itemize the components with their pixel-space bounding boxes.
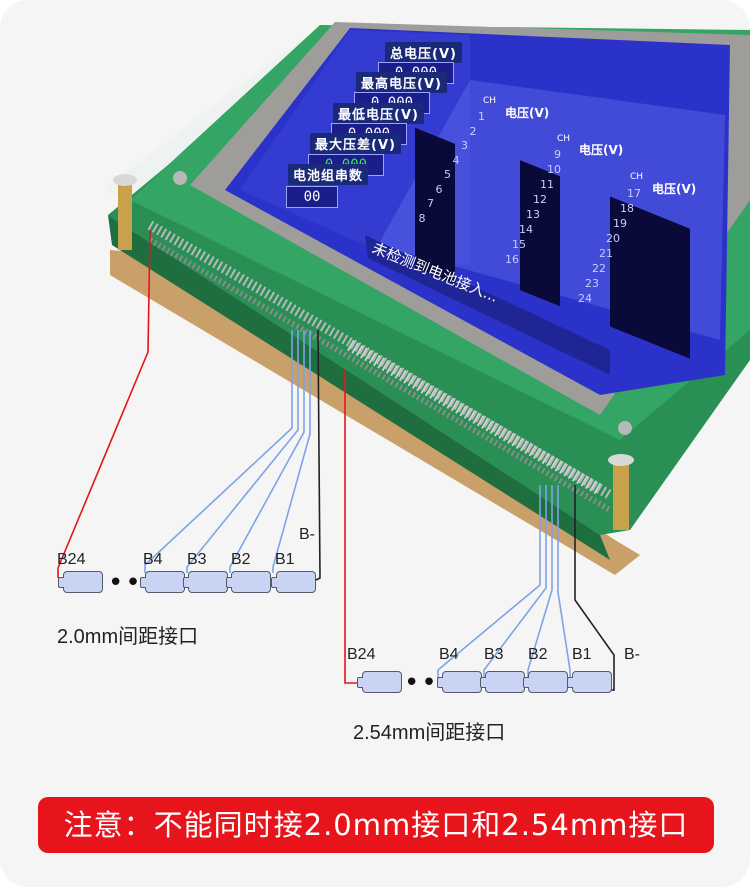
lcd-channel-number: 17 (627, 187, 641, 200)
top-blue-wire-b3 (186, 330, 299, 573)
lcd-voltage-header-3: 电压(V) (652, 182, 697, 196)
lcd-channel-number: 13 (526, 208, 540, 221)
bottom-black-wire (574, 485, 615, 691)
top-caption: 2.0mm间距接口 (57, 626, 199, 648)
bottom-label-b4: B4 (439, 646, 459, 663)
lcd-channel-number: 7 (427, 197, 434, 210)
lcd-channel-number: 22 (592, 262, 606, 275)
standoffs (113, 174, 634, 530)
bottom-wires (344, 370, 615, 691)
top-blue-wire-b4 (144, 330, 293, 573)
lcd-voltage-header-1: 电压(V) (505, 106, 550, 120)
bottom-cell-b1 (567, 671, 612, 693)
top-cell-b1 (271, 571, 316, 593)
top-blue-wire-b2 (229, 330, 305, 573)
top-label-b24: B24 (57, 551, 86, 568)
top-cell-b4 (140, 571, 185, 593)
bottom-cell-b4 (437, 671, 482, 693)
lcd-label-cell-count: 电池组串数 (288, 164, 369, 185)
lcd-channel-number: 18 (620, 202, 634, 215)
lcd-channel-number: 10 (547, 163, 561, 176)
lcd-channel-number: 23 (585, 277, 599, 290)
lcd-channel-number: 8 (418, 211, 426, 225)
top-label-b1: B1 (275, 551, 295, 568)
lcd-label-max-voltage: 最高电压(V) (356, 72, 447, 93)
lcd-label-min-voltage: 最低电压(V) (333, 103, 424, 124)
lcd-channel-number: 9 (554, 148, 561, 161)
screw (173, 171, 187, 185)
bottom-cell-b2 (523, 671, 568, 693)
top-label-b2: B2 (231, 551, 251, 568)
top-wires (57, 229, 321, 581)
bottom-blue-wire-b3 (483, 485, 547, 678)
lcd-channel-number: 4 (452, 153, 460, 167)
top-label-bminus: B- (299, 526, 315, 543)
bottom-caption: 2.54mm间距接口 (353, 722, 506, 744)
lcd-ch-header-1: CH (483, 96, 497, 106)
lcd-channel-number: 11 (540, 178, 554, 191)
bottom-label-b2: B2 (528, 646, 548, 663)
bottom-blue-wire-b4 (437, 485, 541, 678)
screw (618, 421, 632, 435)
top-cell-b24 (58, 571, 103, 593)
lcd-channel-number: 24 (578, 292, 592, 305)
lcd-channel-number: 6 (435, 182, 443, 196)
top-black-wire (315, 329, 321, 581)
lcd-voltage-bars (415, 127, 690, 359)
lcd-label-total-voltage: 总电压(V) (385, 42, 462, 63)
top-label-b4: B4 (143, 551, 163, 568)
bottom-cell-b24 (357, 671, 402, 693)
bottom-label-b1: B1 (572, 646, 592, 663)
top-red-wire (57, 229, 151, 578)
lcd-value-cell-count: 00 (286, 186, 338, 208)
pin-header-rows (147, 220, 613, 513)
lcd-channel-number: 21 (599, 247, 613, 260)
bottom-blue-wire-b1 (557, 485, 571, 678)
top-cell-b3 (183, 571, 228, 593)
lcd-voltage-header-2: 电压(V) (579, 143, 624, 157)
lcd-channel-number: 5 (444, 168, 451, 181)
bottom-red-wire (344, 370, 358, 684)
lcd-channel-number: 14 (519, 223, 533, 236)
lcd-ch-header-3: CH (630, 172, 644, 182)
lcd-channel-number: 15 (512, 238, 526, 251)
lcd-channel-number: 19 (613, 217, 627, 230)
top-blue-wire-b1 (272, 330, 311, 573)
bottom-label-b3: B3 (484, 646, 504, 663)
lcd-label-max-diff: 最大压差(V) (310, 133, 401, 154)
lower-pcb-edge (108, 215, 610, 560)
lcd-channel-number: 12 (533, 193, 547, 206)
top-label-b3: B3 (187, 551, 207, 568)
lcd-channel-number: 2 (469, 124, 477, 138)
top-cell-b2 (226, 571, 271, 593)
lcd-channel-number: 3 (461, 139, 468, 152)
warning-banner: 注意：不能同时接2.0mm接口和2.54mm接口 (38, 797, 714, 853)
lcd-channel-number: 20 (606, 232, 620, 245)
lcd-channel-number: 1 (478, 110, 485, 123)
bottom-label-b24: B24 (347, 646, 376, 663)
lcd-ch-header-2: CH (557, 134, 571, 144)
bottom-label-bminus: B- (624, 646, 640, 663)
bottom-cell-b3 (480, 671, 525, 693)
lcd-channel-number: 16 (505, 253, 519, 266)
